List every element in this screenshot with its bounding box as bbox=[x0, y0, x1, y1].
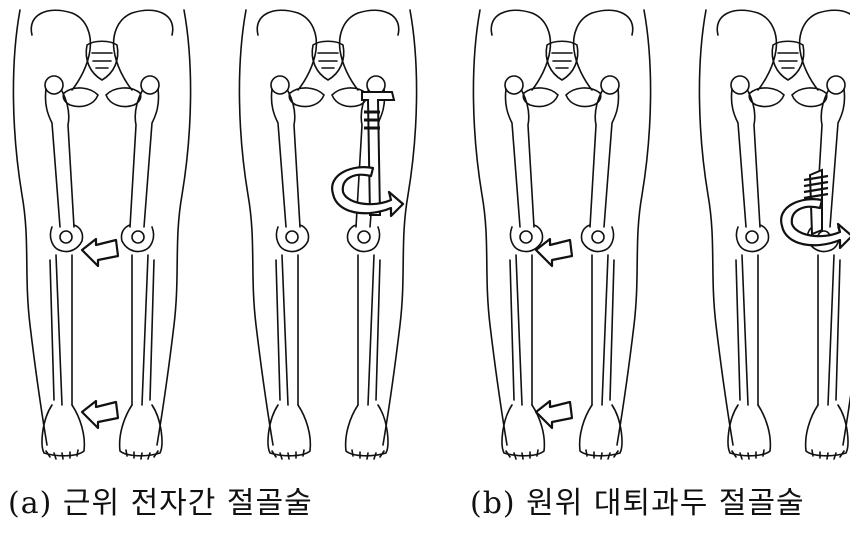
figure-b-before bbox=[473, 10, 650, 459]
osteotomy-diagram bbox=[0, 0, 850, 470]
caption-b-label: (b) bbox=[470, 486, 516, 521]
left-arrow-knee bbox=[82, 239, 118, 266]
figure-b-after bbox=[699, 10, 850, 459]
caption-a: (a) 근위 전자간 절골술 bbox=[8, 478, 313, 522]
caption-a-label: (a) bbox=[8, 486, 52, 521]
caption-b: (b) 원위 대퇴과두 절골술 bbox=[470, 478, 805, 522]
figure-a-after bbox=[239, 10, 416, 459]
left-arrow-foot bbox=[82, 401, 118, 428]
caption-a-text: 근위 전자간 절골술 bbox=[63, 486, 313, 521]
rotation-arrow-thigh bbox=[332, 167, 403, 216]
figure-a-before bbox=[13, 10, 190, 459]
caption-b-text: 원위 대퇴과두 절골술 bbox=[526, 486, 804, 521]
